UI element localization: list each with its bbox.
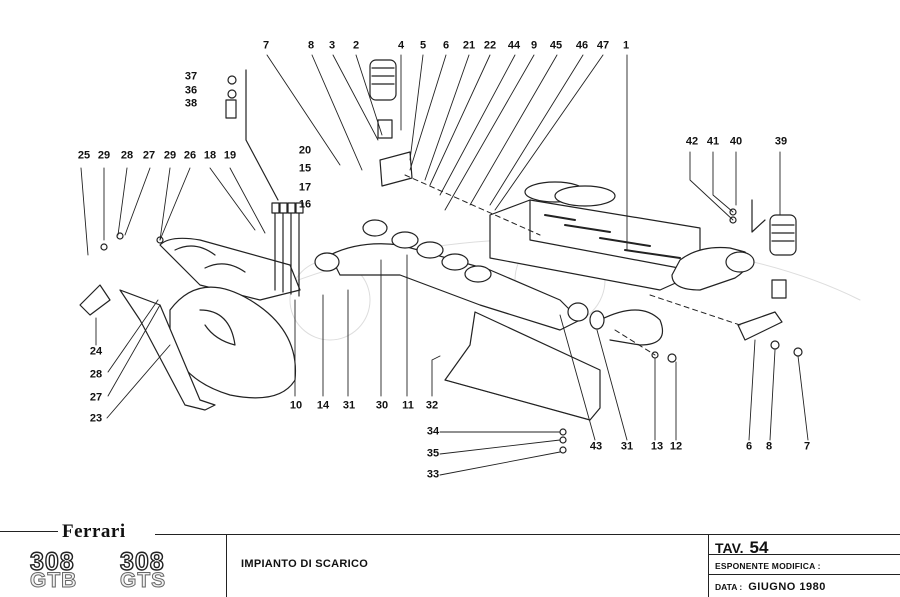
date-row: DATA : GIUGNO 1980 [715,581,826,593]
table-label: TAV. [715,540,744,556]
callout-11: 11 [402,399,414,412]
table-number: 54 [749,538,769,557]
rear-exhaust-manifold [314,219,581,331]
callout-39: 39 [774,135,788,148]
callout-38: 38 [184,97,198,110]
callout-15: 15 [298,162,312,175]
callout-42: 42 [685,135,699,148]
callout-31: 31 [342,399,356,412]
rubber-mount-right [769,214,797,256]
model-number-2: 308 [119,547,165,576]
sensor-leads [271,202,304,297]
callout-4: 4 [397,39,405,52]
side-bracket [79,284,111,316]
revision-label: ESPONENTE MODIFICA : [715,561,821,571]
model-suffix-1: GTB [29,569,78,593]
callout-22: 22 [483,39,497,52]
callout-34: 34 [426,425,440,438]
callout-17: 17 [298,181,312,194]
model-suffix-2: GTS [119,569,167,593]
callout-28b: 28 [89,368,103,381]
callout-30: 30 [375,399,389,412]
callout-27: 27 [142,149,156,162]
callout-24: 24 [89,345,103,358]
callout-23: 23 [89,412,103,425]
callout-6b: 6 [745,440,753,453]
callout-5: 5 [419,39,427,52]
callout-28: 28 [120,149,134,162]
title-block-row-rule-1 [708,554,900,555]
callout-47: 47 [596,39,610,52]
revision-row: ESPONENTE MODIFICA : [715,561,821,571]
tail-pipe-bend [567,302,664,346]
callout-32: 32 [425,399,439,412]
callout-25: 25 [77,149,91,162]
callout-19: 19 [223,149,237,162]
callout-3: 3 [328,39,336,52]
callout-29b: 29 [163,149,177,162]
title-block-top-rule-right [155,534,900,535]
callout-9: 9 [530,39,538,52]
callout-44: 44 [507,39,521,52]
callout-45: 45 [549,39,563,52]
rubber-mount-top [369,59,397,101]
callout-7b: 7 [803,440,811,453]
muffler-assembly [489,181,755,291]
callout-29: 29 [97,149,111,162]
callout-8: 8 [307,39,315,52]
heat-shield [444,311,601,421]
ferrari-logo: Ferrari [62,521,126,542]
callout-13: 13 [650,440,664,453]
callout-31b: 31 [620,440,634,453]
front-exhaust-manifold [159,237,301,399]
callout-43: 43 [589,440,603,453]
callout-20: 20 [298,144,312,157]
title-block-divider-1 [226,534,227,597]
callout-41: 41 [706,135,720,148]
callout-1: 1 [622,39,630,52]
callout-26: 26 [183,149,197,162]
title-block-row-rule-2 [708,574,900,575]
date-value: GIUGNO 1980 [748,581,826,593]
callout-8b: 8 [765,440,773,453]
callout-2: 2 [352,39,360,52]
callout-46: 46 [575,39,589,52]
date-label: DATA : [715,582,743,592]
callout-12: 12 [669,440,683,453]
callout-10: 10 [289,399,303,412]
callout-21: 21 [462,39,476,52]
callout-27b: 27 [89,391,103,404]
callout-14: 14 [316,399,330,412]
callout-37: 37 [184,70,198,83]
drawing-description: IMPIANTO DI SCARICO [241,558,369,570]
title-block-top-rule-left [0,531,58,532]
title-block-divider-2 [708,534,709,597]
table-number-row: TAV. 54 [715,538,768,558]
callout-6: 6 [442,39,450,52]
callout-7: 7 [262,39,270,52]
callout-33: 33 [426,468,440,481]
callout-35: 35 [426,447,440,460]
model-number-1: 308 [29,547,75,576]
leader-lines [80,54,809,476]
callout-16: 16 [298,198,312,211]
callout-36: 36 [184,84,198,97]
callout-18: 18 [203,149,217,162]
callout-40: 40 [729,135,743,148]
